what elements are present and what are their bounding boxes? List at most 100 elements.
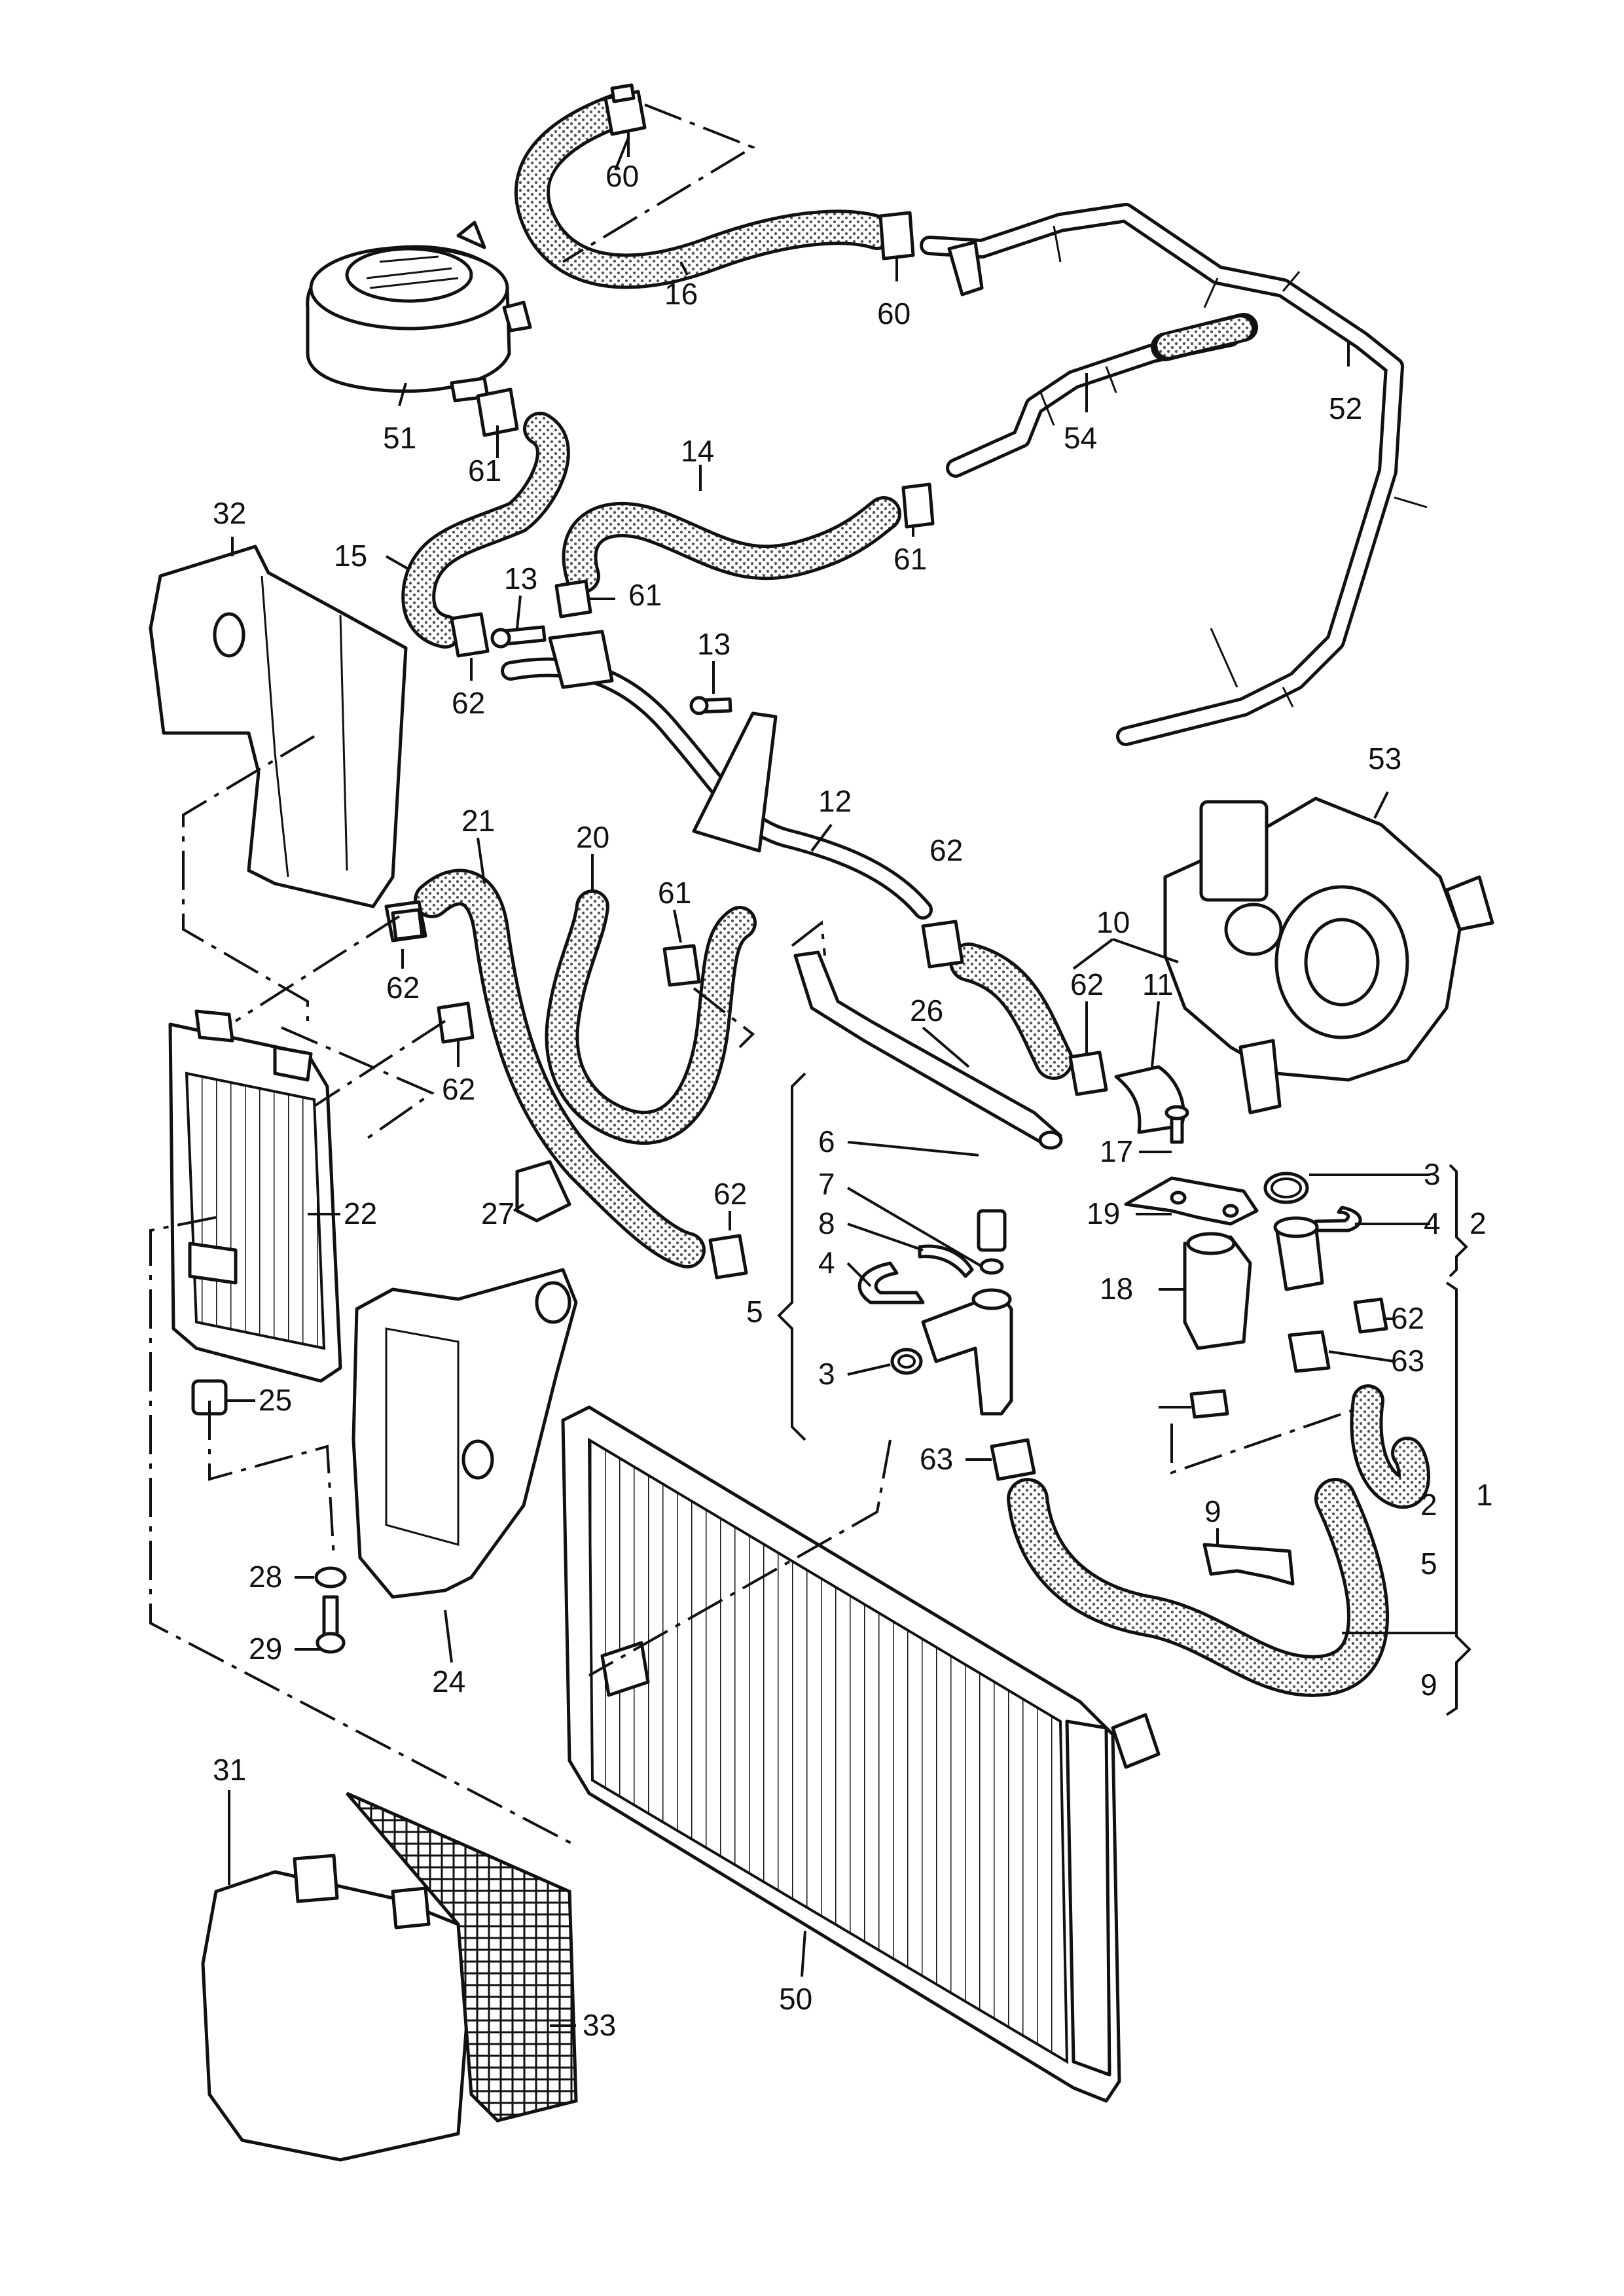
callout-11: 11 [1142, 967, 1174, 1001]
callout-22: 22 [344, 1196, 377, 1230]
expansion-tank [306, 221, 532, 403]
part-27 [515, 1160, 571, 1223]
callout-3: 3 [1424, 1157, 1441, 1191]
hose-16 [514, 94, 895, 289]
bolt-29 [316, 1595, 346, 1654]
clip-9 [1202, 1543, 1295, 1586]
hose-14 [562, 496, 901, 594]
clamp-62-pump18 [1189, 1389, 1229, 1419]
clamp-60-mid [878, 211, 915, 260]
clamp-62-radiator22-b [437, 1001, 475, 1044]
callout-19: 19 [1087, 1196, 1120, 1230]
connector-5 [921, 1288, 1013, 1416]
callout-25: 25 [259, 1383, 292, 1417]
callout-60: 60 [605, 159, 639, 193]
bolt-13-upper [490, 625, 547, 649]
callout-14: 14 [681, 434, 714, 468]
callout-15: 15 [334, 539, 367, 573]
callout-1: 1 [1476, 1478, 1493, 1512]
callout-62: 62 [1070, 967, 1104, 1001]
callout-13: 13 [504, 562, 537, 596]
washer-28 [314, 1566, 347, 1588]
callout-9: 9 [1204, 1494, 1221, 1528]
callout-3: 3 [818, 1357, 835, 1391]
seal-7 [979, 1258, 1004, 1275]
clamp-62-hose21-bottom [708, 1234, 748, 1280]
callout-61: 61 [893, 542, 927, 576]
callout-13: 13 [697, 627, 731, 661]
callout-28: 28 [249, 1560, 282, 1594]
clamp-62-hose15 [450, 612, 490, 658]
hose-10 [949, 942, 1074, 1080]
callout-26: 26 [910, 994, 943, 1028]
o-ring-3-right [1263, 1172, 1309, 1204]
callout-33: 33 [583, 2008, 616, 2042]
callout-2: 2 [1420, 1488, 1437, 1522]
callout-18: 18 [1100, 1272, 1133, 1306]
callout-29: 29 [249, 1632, 282, 1666]
leader-lines [226, 131, 1456, 2027]
hose-15 [401, 412, 570, 649]
callout-17: 17 [1100, 1134, 1133, 1168]
clamp-60-top [604, 83, 647, 136]
cover-31 [201, 1854, 473, 2162]
water-pump-housing-53 [1163, 797, 1494, 1115]
coolant-pipe-52 [920, 203, 1428, 746]
clamp-62-hose10 [921, 920, 964, 969]
o-ring-3-left [890, 1348, 923, 1375]
radiator-22 [168, 1009, 342, 1383]
callouts: 60 16 60 51 52 54 61 14 61 32 15 13 61 6… [213, 159, 1493, 2042]
callout-61: 61 [468, 454, 501, 488]
grille-33 [346, 1791, 578, 2123]
radiator-50 [561, 1405, 1161, 2103]
callout-52: 52 [1329, 391, 1362, 425]
clamp-61-tank [476, 387, 519, 437]
callout-16: 16 [664, 277, 698, 311]
callout-21: 21 [461, 804, 495, 838]
bolt-17 [1164, 1105, 1189, 1144]
clamp-62-radiator22-a [391, 908, 424, 941]
braces [777, 1072, 1471, 1716]
callout-27: 27 [481, 1196, 514, 1230]
clip-4-right [1314, 1206, 1362, 1232]
clamp-62-elbow [1068, 1050, 1108, 1096]
callout-50: 50 [779, 1982, 812, 2016]
callout-7: 7 [818, 1167, 835, 1201]
reference-lines [149, 103, 1362, 1847]
heat-shield-32 [149, 545, 408, 908]
callout-62: 62 [1391, 1301, 1424, 1335]
callout-62: 62 [386, 971, 420, 1005]
callout-24: 24 [432, 1664, 465, 1698]
callout-62: 62 [442, 1072, 475, 1106]
callout-10: 10 [1096, 905, 1130, 939]
connector-2 [1273, 1216, 1324, 1291]
hose-assembly-1 [1007, 1384, 1430, 1697]
callout-51: 51 [383, 421, 416, 455]
callout-32: 32 [213, 496, 246, 530]
callout-54: 54 [1064, 421, 1097, 455]
callout-4: 4 [1424, 1206, 1441, 1240]
coolant-pipe-54 [946, 313, 1258, 478]
sensor-6 [977, 1209, 1007, 1252]
callout-63: 63 [920, 1442, 953, 1476]
hose-20 [545, 889, 757, 1145]
callout-9: 9 [1420, 1668, 1437, 1702]
bracket-26 [793, 950, 1063, 1150]
callout-60: 60 [877, 296, 911, 331]
bolt-13-lower [689, 696, 732, 715]
clamp-61-hose14 [901, 482, 935, 529]
clamp-63-right [1288, 1330, 1331, 1373]
clamp-61-pipe12 [554, 579, 592, 619]
clip-4-left [857, 1261, 925, 1304]
callout-63: 63 [1391, 1344, 1424, 1378]
clamp-62-right [1353, 1297, 1388, 1334]
callout-62: 62 [713, 1177, 747, 1211]
callout-62: 62 [929, 833, 963, 867]
callout-8: 8 [818, 1206, 835, 1240]
callout-62: 62 [452, 686, 485, 720]
callout-6: 6 [818, 1124, 835, 1158]
callout-61: 61 [628, 578, 662, 612]
callout-53: 53 [1368, 742, 1401, 776]
